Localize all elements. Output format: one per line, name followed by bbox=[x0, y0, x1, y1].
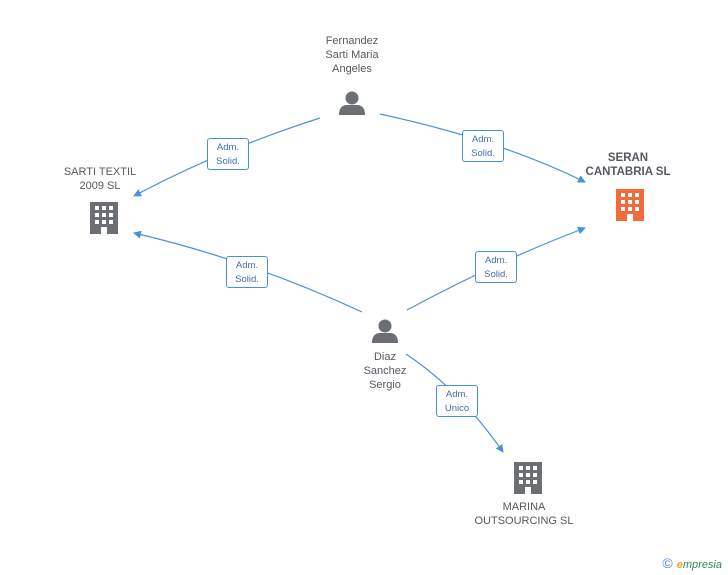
copyright-icon: © bbox=[662, 555, 673, 571]
person-icon[interactable] bbox=[339, 91, 365, 116]
brand-name: mpresia bbox=[682, 559, 722, 571]
node-label-sarti-textil[interactable]: SARTI TEXTIL 2009 SL bbox=[63, 166, 137, 192]
edge-label-line2: Solid. bbox=[216, 156, 240, 167]
edge-label-line1: Adm. bbox=[471, 134, 495, 145]
building-icon-focus[interactable] bbox=[616, 189, 644, 221]
edge-label-diaz-sarti[interactable]: Adm. Solid. bbox=[226, 256, 268, 288]
brand-watermark: ©empresia bbox=[662, 555, 722, 571]
node-label-marina[interactable]: MARINA OUTSOURCING SL bbox=[474, 501, 574, 527]
edge-label-fernandez-sarti[interactable]: Adm. Solid. bbox=[207, 138, 249, 170]
edge-label-line1: Adm. bbox=[235, 260, 259, 271]
person-icon[interactable] bbox=[372, 319, 398, 344]
edge-label-line2: Solid. bbox=[471, 148, 495, 159]
edge-label-fernandez-seran[interactable]: Adm. Solid. bbox=[462, 130, 504, 162]
node-label-fernandez[interactable]: Fernandez Sarti Maria Angeles bbox=[325, 35, 379, 75]
node-label-seran[interactable]: SERAN CANTABRIA SL bbox=[585, 152, 671, 178]
edge-label-line1: Adm. bbox=[484, 255, 508, 266]
building-icon[interactable] bbox=[514, 462, 542, 494]
edge-label-diaz-seran[interactable]: Adm. Solid. bbox=[475, 251, 517, 283]
node-label-diaz[interactable]: Diaz Sanchez Sergio bbox=[363, 351, 407, 391]
brand-initial: e bbox=[676, 559, 683, 571]
edge-label-line1: Adm. bbox=[445, 389, 469, 400]
edge-label-line2: Unico bbox=[444, 403, 470, 414]
edge-label-diaz-marina[interactable]: Adm. Unico bbox=[436, 385, 478, 417]
edge-label-line1: Adm. bbox=[216, 142, 240, 153]
building-icon[interactable] bbox=[90, 202, 118, 234]
edge-label-line2: Solid. bbox=[235, 274, 259, 285]
edge-label-line2: Solid. bbox=[484, 269, 508, 280]
